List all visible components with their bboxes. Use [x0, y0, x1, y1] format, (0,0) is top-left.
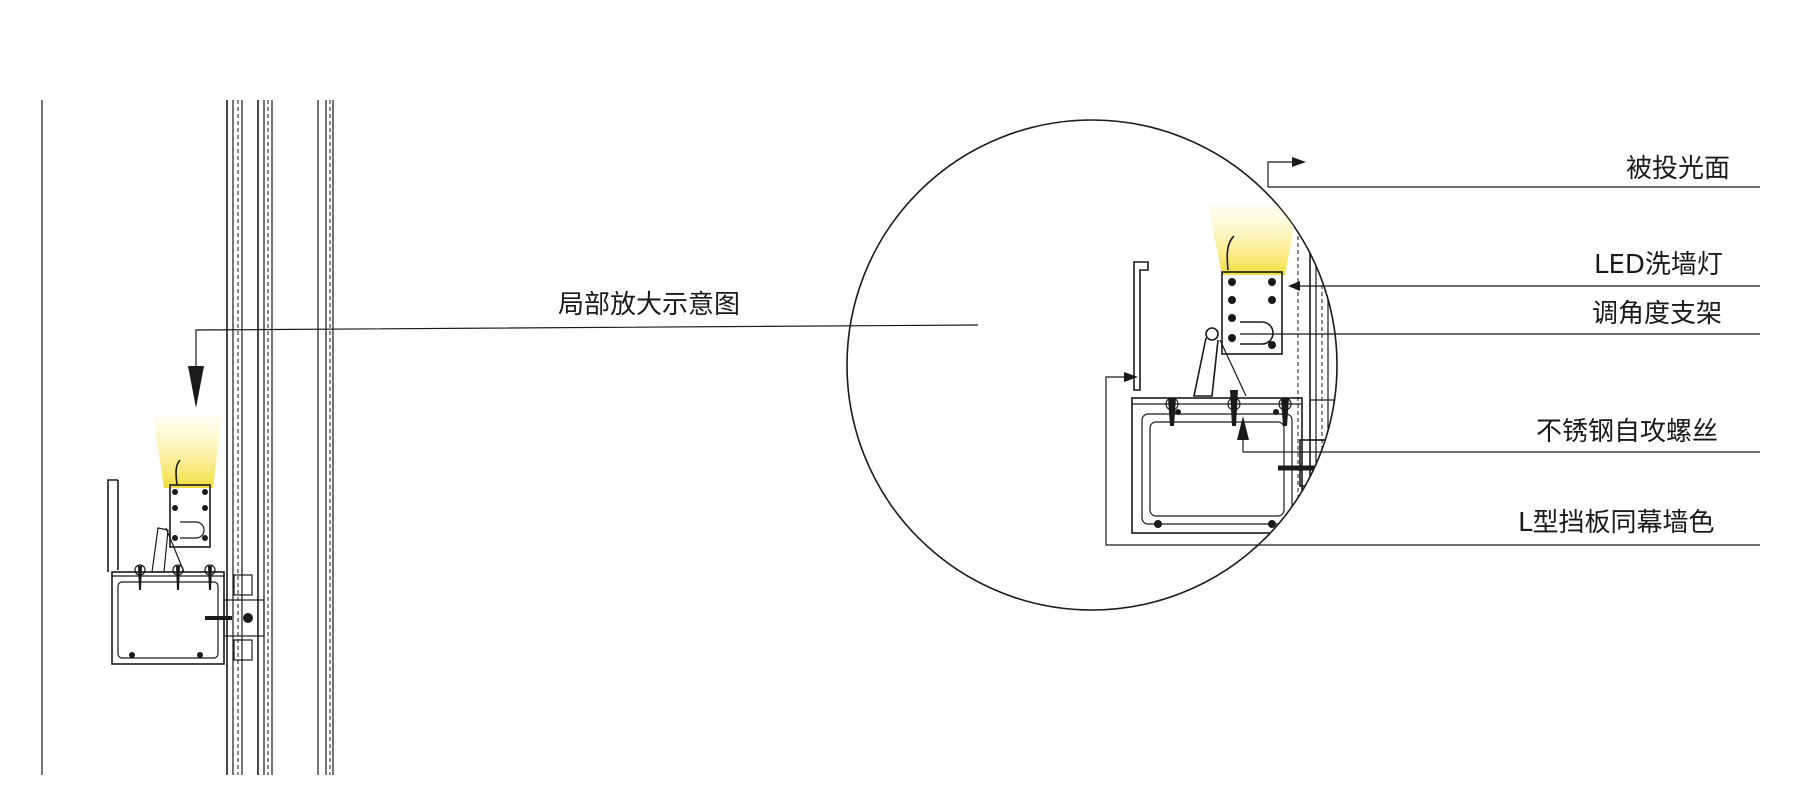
leader-arrow-small: [188, 333, 204, 408]
zoom-title-label: 局部放大示意图: [558, 290, 740, 320]
callout-stainless-screw: 不锈钢自攻螺丝: [1536, 417, 1718, 447]
screw-arrow-large: [1237, 416, 1249, 452]
led-fixture-large: [1221, 235, 1283, 355]
zoom-leader-line: [195, 324, 979, 333]
callout-adjustable-bracket: 调角度支架: [1592, 299, 1722, 329]
overall-section-view: [41, 100, 334, 775]
l-baffle-large: [1133, 261, 1149, 391]
light-beam-large: [1208, 205, 1298, 275]
callout-illuminated-surface: 被投光面: [1626, 154, 1730, 184]
baffle-arrow: [1110, 372, 1138, 382]
light-beam-small: [153, 415, 222, 488]
aluminum-profile-large: [1131, 390, 1303, 534]
target-surface-arrow: [1267, 157, 1306, 187]
l-baffle-small: [107, 479, 119, 572]
glass-fixing-small: [205, 574, 265, 661]
glass-fixing-large: [1278, 399, 1337, 531]
glass-panel-lines: [226, 100, 273, 775]
outer-facade-lines: [317, 100, 334, 775]
callout-led-wall-washer: LED洗墙灯: [1594, 250, 1723, 280]
aluminum-profile-small: [111, 564, 225, 665]
callout-labels: 被投光面 LED洗墙灯 调角度支架 不锈钢自攻螺丝 L型挡板同幕墙色: [1518, 154, 1730, 538]
bracket-large: [1193, 327, 1247, 397]
led-fixture-small: [169, 459, 211, 548]
magnifier-circle: [846, 119, 1338, 611]
callout-l-baffle: L型挡板同幕墙色: [1518, 508, 1715, 538]
callout-leaders: [1105, 186, 1760, 546]
